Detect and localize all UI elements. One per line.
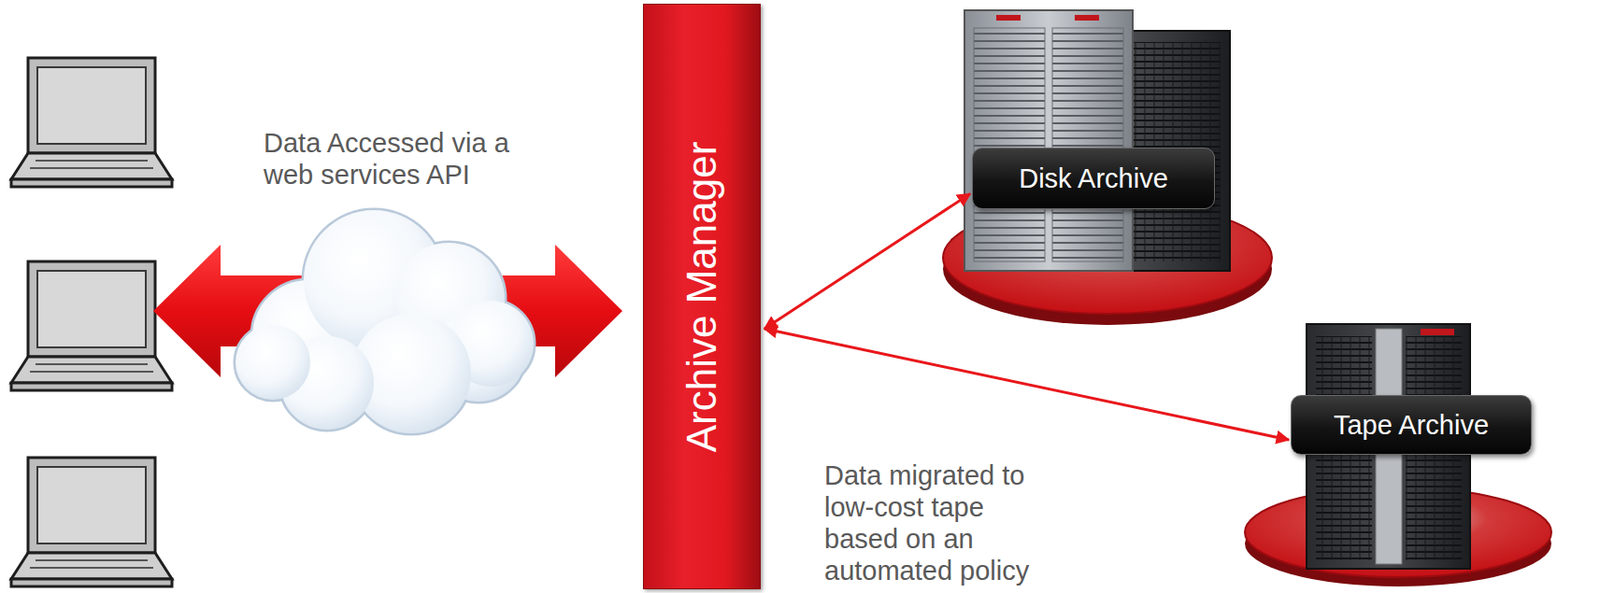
note-text: Data Accessed via a web services API [263,127,544,191]
vertical-label: Archive Manager [678,141,726,453]
archive-manager-bar: Archive Manager [642,3,761,590]
connector-arrow [764,194,971,329]
storage-box: Disk Archive [971,147,1215,210]
laptop-icon [11,457,172,587]
connector-arrow [764,328,1289,441]
storage-box: Tape Archive [1290,395,1532,456]
box-label: Tape Archive [1333,410,1489,442]
laptop-icon [11,261,172,391]
tape-library-picture [1244,324,1552,587]
note-text: Data migrated to low-cost tape based on … [824,459,1054,587]
cloud [235,210,534,434]
box-label: Disk Archive [1018,163,1169,195]
disk-storage-picture [942,10,1272,326]
laptop-icon [11,57,172,187]
